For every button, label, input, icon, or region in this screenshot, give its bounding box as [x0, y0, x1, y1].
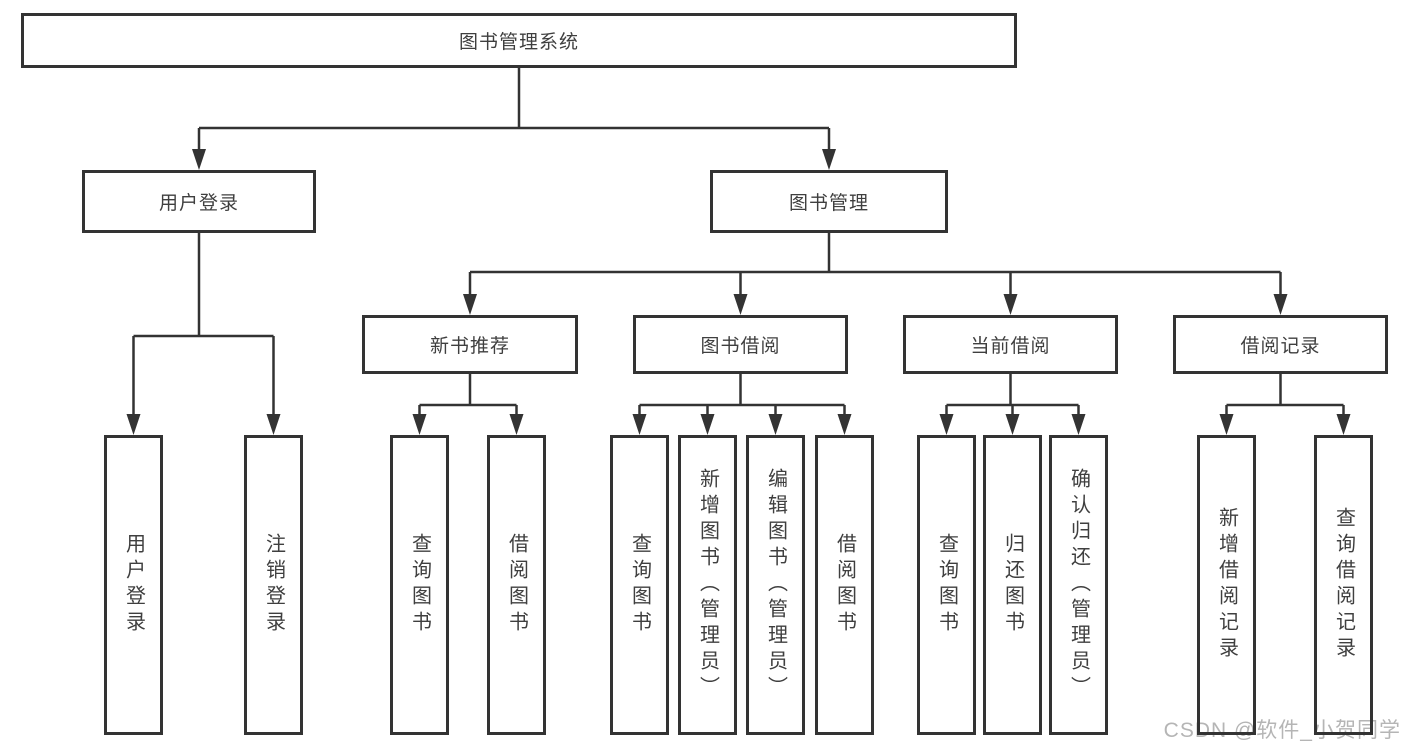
leaf-add-book-admin-label: 新增图书（管理员）: [696, 468, 719, 702]
connector-book-mgmt-to-modules: [463, 233, 1288, 315]
node-root-label: 图书管理系统: [458, 32, 579, 53]
leaf-return-book: 归还图书: [983, 435, 1042, 735]
leaf-add-book-admin: 新增图书（管理员）: [678, 435, 737, 735]
leaf-newbook-query-book: 查询图书: [390, 435, 449, 735]
node-current-borrow-label: 当前借阅: [970, 336, 1051, 357]
leaf-confirm-return-admin-label: 确认归还（管理员）: [1067, 468, 1090, 702]
node-current-borrow: 当前借阅: [903, 315, 1118, 374]
leaf-return-book-label: 归还图书: [1001, 533, 1024, 637]
connector-borrow-record-to-leaves: [1219, 374, 1351, 435]
leaf-confirm-return-admin: 确认归还（管理员）: [1049, 435, 1108, 735]
node-new-book-recommend-label: 新书推荐: [429, 336, 510, 357]
leaf-newbook-borrow-book-label: 借阅图书: [505, 533, 528, 637]
leaf-edit-book-admin: 编辑图书（管理员）: [746, 435, 805, 735]
connector-root-to-branches: [192, 68, 836, 170]
node-book-mgmt-branch-label: 图书管理: [788, 193, 869, 214]
leaf-newbook-query-book-label: 查询图书: [408, 533, 431, 637]
leaf-query-borrow-record-label: 查询借阅记录: [1332, 507, 1355, 663]
node-book-borrow-label: 图书借阅: [700, 336, 781, 357]
node-book-borrow: 图书借阅: [633, 315, 848, 374]
connector-book-borrow-to-leaves: [632, 374, 852, 435]
leaf-borrow-query-book: 查询图书: [610, 435, 669, 735]
leaf-user-login: 用户登录: [104, 435, 163, 735]
leaf-newbook-borrow-book: 借阅图书: [487, 435, 546, 735]
node-user-login-branch-label: 用户登录: [158, 193, 239, 214]
leaf-user-login-label: 用户登录: [122, 533, 145, 637]
leaf-add-borrow-record-label: 新增借阅记录: [1215, 507, 1238, 663]
csdn-watermark: CSDN @软件_小贺同学: [1163, 719, 1401, 742]
leaf-current-query-book-label: 查询图书: [935, 533, 958, 637]
leaf-borrow-borrow-book-label: 借阅图书: [833, 533, 856, 637]
connector-new-book-to-leaves: [412, 374, 524, 435]
node-new-book-recommend: 新书推荐: [362, 315, 578, 374]
node-book-mgmt-branch: 图书管理: [710, 170, 948, 233]
leaf-add-borrow-record: 新增借阅记录: [1197, 435, 1256, 735]
node-borrow-record-label: 借阅记录: [1240, 336, 1321, 357]
connector-user-login-to-leaves: [126, 233, 281, 435]
node-root-system: 图书管理系统: [21, 13, 1017, 68]
leaf-query-borrow-record: 查询借阅记录: [1314, 435, 1373, 735]
leaf-current-query-book: 查询图书: [917, 435, 976, 735]
connector-current-borrow-to-leaves: [939, 374, 1086, 435]
node-user-login-branch: 用户登录: [82, 170, 316, 233]
leaf-borrow-query-book-label: 查询图书: [628, 533, 651, 637]
leaf-edit-book-admin-label: 编辑图书（管理员）: [764, 468, 787, 702]
leaf-logout-label: 注销登录: [262, 533, 285, 637]
leaf-borrow-borrow-book: 借阅图书: [815, 435, 874, 735]
node-borrow-record: 借阅记录: [1173, 315, 1388, 374]
leaf-logout: 注销登录: [244, 435, 303, 735]
